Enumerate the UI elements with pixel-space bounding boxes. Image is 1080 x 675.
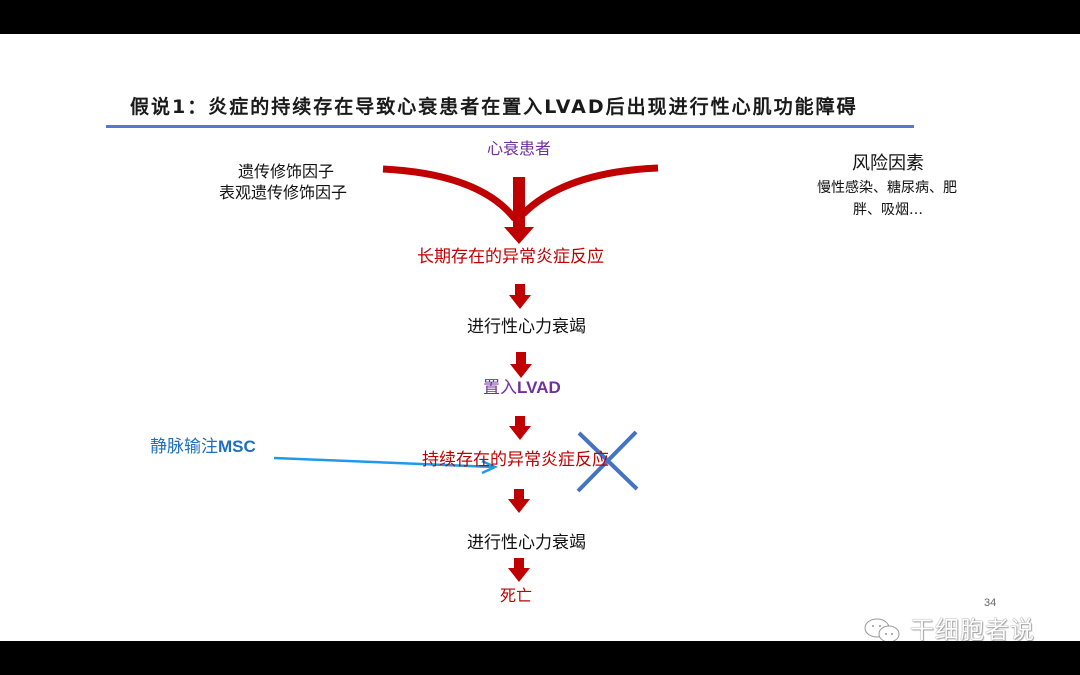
node-death: 死亡 bbox=[500, 586, 533, 605]
risk-factors-heading: 风险因素 bbox=[852, 153, 924, 174]
node-heart-failure-patient: 心衰患者 bbox=[487, 139, 552, 158]
node-progressive-hf-1: 进行性心力衰竭 bbox=[467, 317, 586, 337]
lvad-implant-cn: 置入 bbox=[483, 378, 517, 398]
lvad-implant-latin: LVAD bbox=[517, 378, 561, 397]
down-arrow-4 bbox=[509, 416, 531, 440]
msc-infusion-latin: MSC bbox=[218, 437, 256, 456]
watermark: 干细胞者说 bbox=[862, 610, 1035, 646]
epigenetic-modifier-label: 表观遗传修饰因子 bbox=[219, 183, 348, 202]
risk-factors-line1: 慢性感染、糖尿病、肥 bbox=[817, 180, 957, 196]
node-progressive-hf-2: 进行性心力衰竭 bbox=[467, 533, 586, 553]
watermark-text: 干细胞者说 bbox=[910, 616, 1035, 644]
down-arrow-6 bbox=[508, 558, 530, 582]
wechat-icon bbox=[864, 618, 900, 643]
msc-infusion-label: 静脉输注MSC bbox=[150, 432, 256, 457]
title-underline bbox=[106, 125, 914, 128]
down-arrow-5 bbox=[508, 489, 530, 513]
cross-mark-icon bbox=[576, 430, 639, 493]
risk-factors-line2: 胖、吸烟… bbox=[853, 202, 923, 218]
down-arrow-main bbox=[504, 177, 534, 244]
down-arrow-2 bbox=[509, 284, 531, 309]
node-lvad-implant: 置入LVAD bbox=[483, 373, 561, 398]
page-number: 34 bbox=[984, 597, 997, 609]
left-curve-arrow bbox=[382, 165, 518, 222]
bottom-letterbox-bar bbox=[0, 641, 1080, 675]
node-chronic-inflammation: 长期存在的异常炎症反应 bbox=[417, 247, 604, 267]
down-arrow-3 bbox=[510, 352, 532, 378]
msc-arrow bbox=[273, 456, 498, 475]
diagram-arrows bbox=[273, 164, 659, 582]
right-curve-arrow bbox=[520, 164, 659, 217]
genetic-modifier-label: 遗传修饰因子 bbox=[238, 162, 335, 181]
slide: 假说1：炎症的持续存在导致心衰患者在置入LVAD后出现进行性心肌功能障碍 bbox=[0, 34, 1080, 644]
msc-infusion-cn: 静脉输注 bbox=[150, 437, 218, 457]
node-persistent-inflammation: 持续存在的异常炎症反应 bbox=[422, 450, 609, 470]
slide-title: 假说1：炎症的持续存在导致心衰患者在置入LVAD后出现进行性心肌功能障碍 bbox=[130, 96, 858, 118]
top-letterbox-bar bbox=[0, 0, 1080, 33]
